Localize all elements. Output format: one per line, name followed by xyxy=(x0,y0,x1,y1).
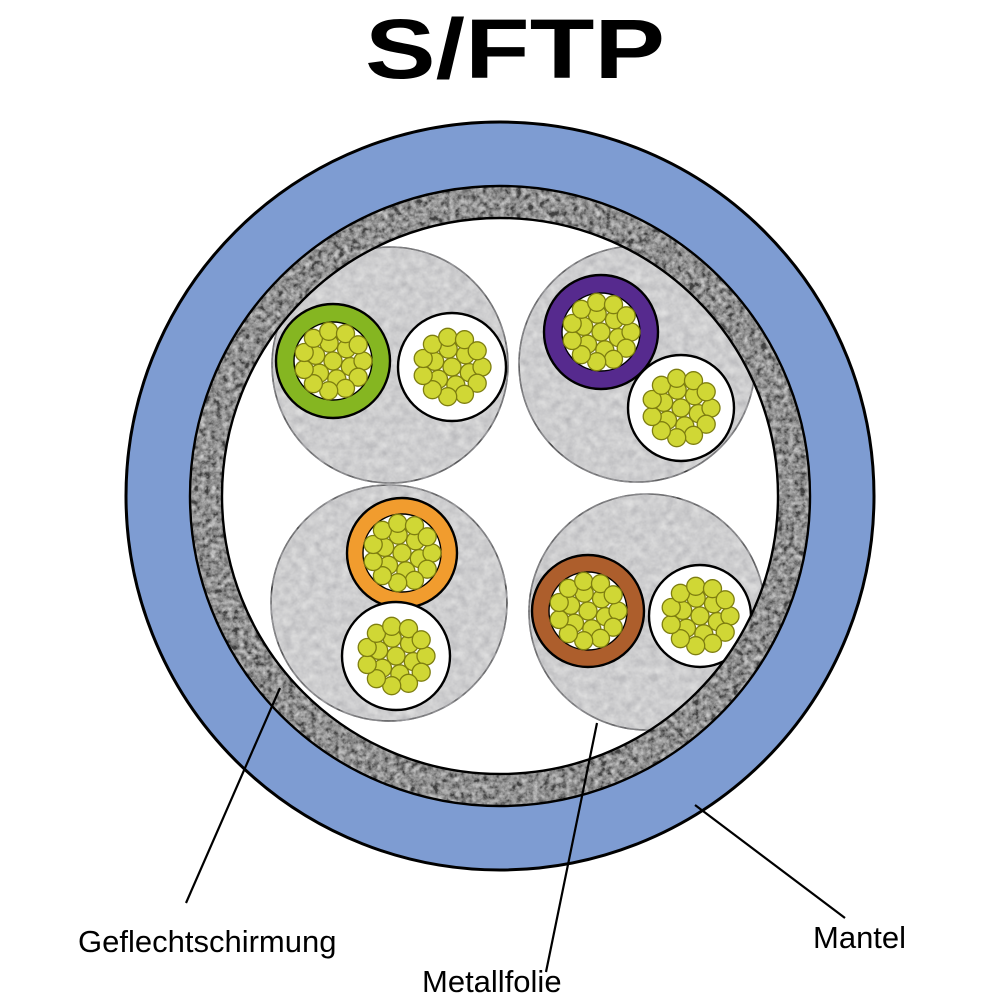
white-wire-orange xyxy=(340,600,452,712)
copper-strand xyxy=(335,378,356,398)
copper-strand xyxy=(590,574,611,594)
copper-strand xyxy=(590,628,611,648)
copper-strand xyxy=(348,367,368,387)
copper-strand xyxy=(683,425,704,445)
copper-strand xyxy=(562,330,582,351)
copper-strand xyxy=(571,345,592,365)
copper-strand xyxy=(319,321,339,341)
copper-strand xyxy=(422,380,443,400)
copper-strand xyxy=(294,342,314,363)
copper-strand xyxy=(715,622,735,642)
copper-strand xyxy=(472,357,492,377)
braid-leader-line xyxy=(184,687,282,904)
copper-strand xyxy=(404,570,425,590)
copper-strand xyxy=(603,617,623,637)
white-wire-brown xyxy=(647,563,753,669)
copper-strand xyxy=(303,374,324,394)
copper-strand xyxy=(603,295,624,315)
copper-strand xyxy=(720,606,740,626)
copper-strand xyxy=(388,513,408,533)
foil-leader-line xyxy=(544,722,599,973)
copper-strand xyxy=(411,662,431,682)
jacket-leader-line xyxy=(694,804,846,919)
colored-wire-green xyxy=(274,302,392,420)
copper-strand xyxy=(549,609,569,630)
copper-strand xyxy=(701,398,721,418)
leader-lines xyxy=(184,687,846,973)
copper-strand xyxy=(372,566,393,586)
copper-strand xyxy=(335,324,356,344)
copper-strand xyxy=(416,646,436,666)
copper-strand xyxy=(398,619,419,639)
copper-strand xyxy=(363,551,383,572)
copper-strand xyxy=(651,421,672,441)
copper-strand xyxy=(715,590,735,610)
twisted-pair-green xyxy=(271,246,509,484)
copper-strand xyxy=(353,351,373,371)
copper-strand xyxy=(642,406,662,427)
copper-strand xyxy=(616,306,636,326)
pairs-layer xyxy=(270,245,766,731)
copper-strand xyxy=(661,597,681,618)
copper-strand xyxy=(363,534,383,555)
copper-strand xyxy=(608,601,628,621)
copper-strand xyxy=(696,382,716,402)
copper-strand xyxy=(603,585,623,605)
copper-strand xyxy=(642,389,662,410)
copper-strand xyxy=(467,341,487,361)
diagram-title: S/FTP xyxy=(365,2,665,96)
copper-strand xyxy=(357,654,377,675)
copper-strand xyxy=(667,368,687,388)
copper-strand xyxy=(348,335,368,355)
copper-strand xyxy=(702,633,723,653)
copper-strand xyxy=(661,614,681,635)
copper-strand xyxy=(411,630,431,650)
copper-strand xyxy=(438,327,458,347)
copper-strand xyxy=(413,365,433,386)
copper-strand xyxy=(562,313,582,334)
copper-strand xyxy=(558,624,579,644)
copper-strand xyxy=(366,669,387,689)
white-wire-green xyxy=(396,311,508,423)
copper-strand xyxy=(702,579,723,599)
braid-shield-label: Geflechtschirmung xyxy=(78,924,336,959)
jacket-label: Mantel xyxy=(813,920,906,955)
copper-strand xyxy=(549,592,569,613)
copper-strand xyxy=(616,338,636,358)
copper-strand xyxy=(417,559,437,579)
copper-strand xyxy=(357,637,377,658)
braid-outer-outline xyxy=(188,184,812,808)
copper-strand xyxy=(587,292,607,312)
copper-strand xyxy=(603,349,624,369)
copper-strand xyxy=(454,330,475,350)
copper-strand xyxy=(404,516,425,536)
copper-strand xyxy=(683,371,704,391)
copper-strand xyxy=(422,543,442,563)
foil-label: Metallfolie xyxy=(422,964,562,999)
twisted-pair-violet xyxy=(518,245,756,483)
copper-strand xyxy=(398,673,419,693)
copper-strand xyxy=(382,616,402,636)
copper-strand xyxy=(294,359,314,380)
braid-inner-outline xyxy=(220,216,780,776)
copper-strand xyxy=(413,348,433,369)
copper-strand xyxy=(696,414,716,434)
white-wire-violet xyxy=(626,353,736,463)
colored-wire-orange xyxy=(345,496,459,610)
copper-strand xyxy=(574,571,594,591)
copper-strand xyxy=(454,384,475,404)
copper-strand xyxy=(621,322,641,342)
copper-strand xyxy=(467,373,487,393)
copper-strand xyxy=(670,629,691,649)
colored-wire-violet xyxy=(542,273,660,391)
colored-wire-brown xyxy=(530,553,646,669)
copper-strand xyxy=(686,576,706,596)
twisted-pair-brown xyxy=(528,493,766,731)
twisted-pair-orange xyxy=(270,484,508,722)
copper-strand xyxy=(417,527,437,547)
